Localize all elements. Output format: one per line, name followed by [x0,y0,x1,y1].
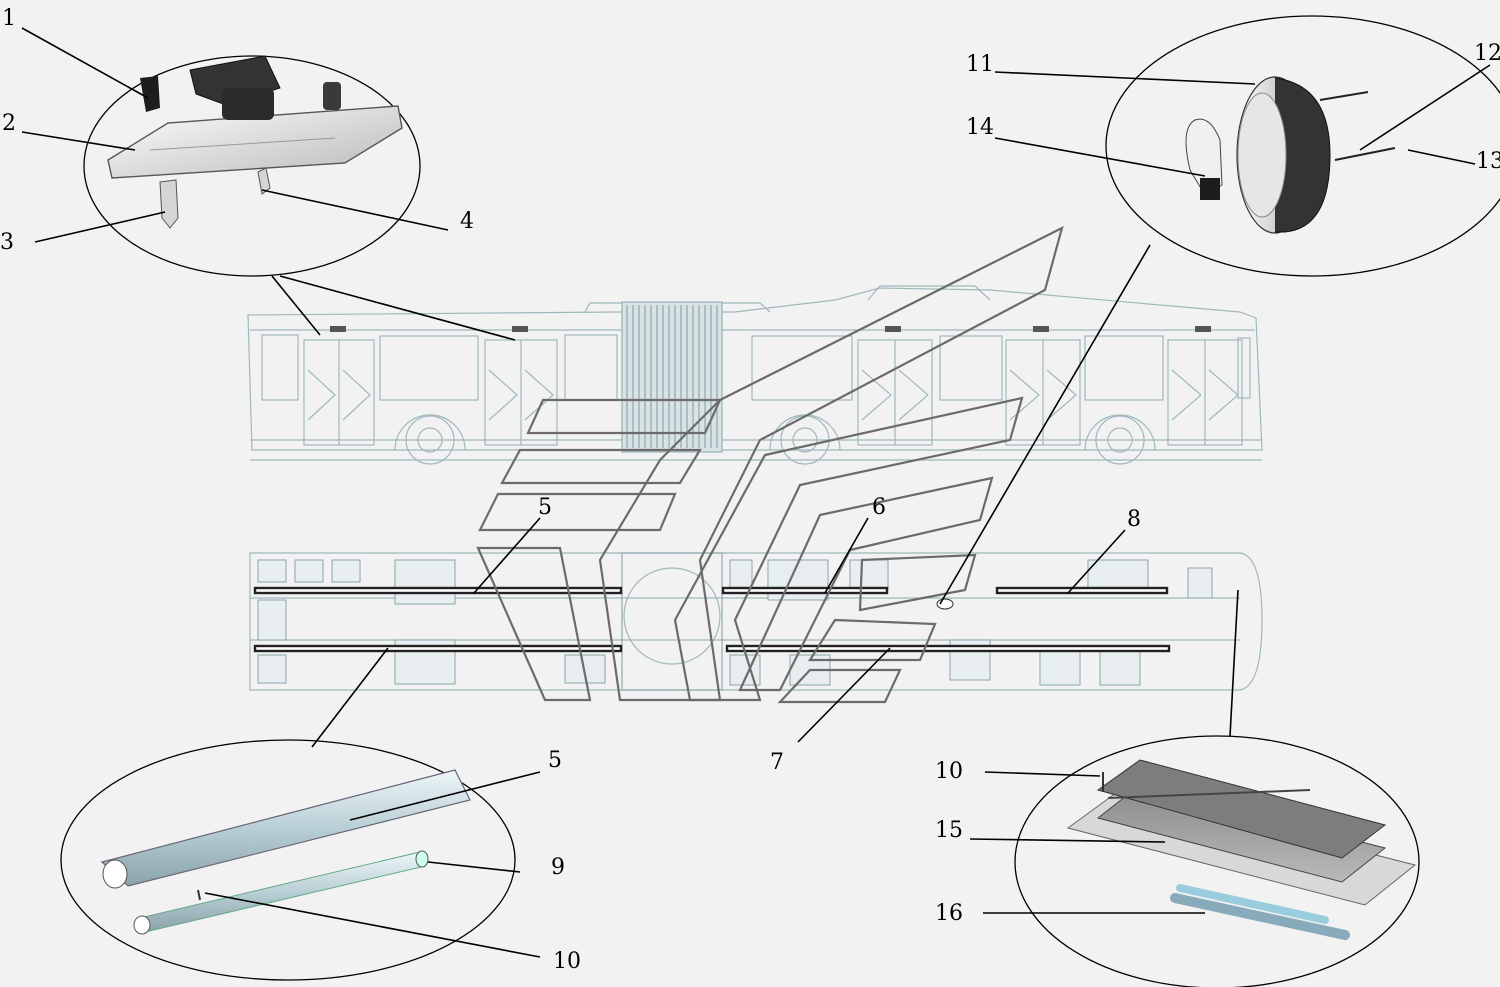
callout-8: 8 [1127,507,1141,532]
callout-2: 2 [2,111,16,136]
callout-5-bottom: 5 [548,748,562,773]
callout-1: 1 [2,6,16,31]
callout-6: 6 [872,495,886,520]
leader-lines [21,27,1491,958]
callout-9: 9 [551,855,565,880]
inset-round-lamp [1105,15,1500,277]
callout-3: 3 [0,230,14,255]
callout-16: 16 [935,901,963,926]
callout-4: 4 [460,209,474,234]
watermark-logo [476,225,1064,704]
inset-panel-lamp [1014,735,1420,987]
lamp-strip-lower-left [253,644,623,653]
lamp-strip-6 [721,586,889,595]
lamp-socket-part-1 [140,76,160,112]
lamp-strip-7 [725,644,1171,653]
callout-10-right: 10 [935,759,963,784]
callout-11: 11 [966,52,994,77]
ceiling-round-lamp [936,598,954,610]
inset-tube-fixture [60,739,516,981]
callout-14: 14 [966,115,994,140]
callout-10-left: 10 [553,949,581,974]
door-lamps [330,326,1211,332]
screw-part-3 [159,179,179,229]
bus-top-view [249,552,1263,691]
callout-12: 12 [1474,41,1500,66]
side-windows [261,334,1251,401]
lamp-strip-8 [995,586,1169,595]
callout-5-top: 5 [538,495,552,520]
articulation-bellows [621,301,723,453]
side-doors [303,339,1243,446]
lamp-strip-5 [253,586,623,595]
callout-7: 7 [770,750,784,775]
screw-part-4 [257,167,271,195]
inset-door-lamp [83,55,421,277]
callout-13: 13 [1476,149,1500,174]
callout-labels: 1 2 3 4 5 5 6 7 8 9 10 10 11 12 13 14 15… [0,6,1500,974]
callout-15: 15 [935,818,963,843]
ceiling-lamp-strips [253,586,1171,653]
